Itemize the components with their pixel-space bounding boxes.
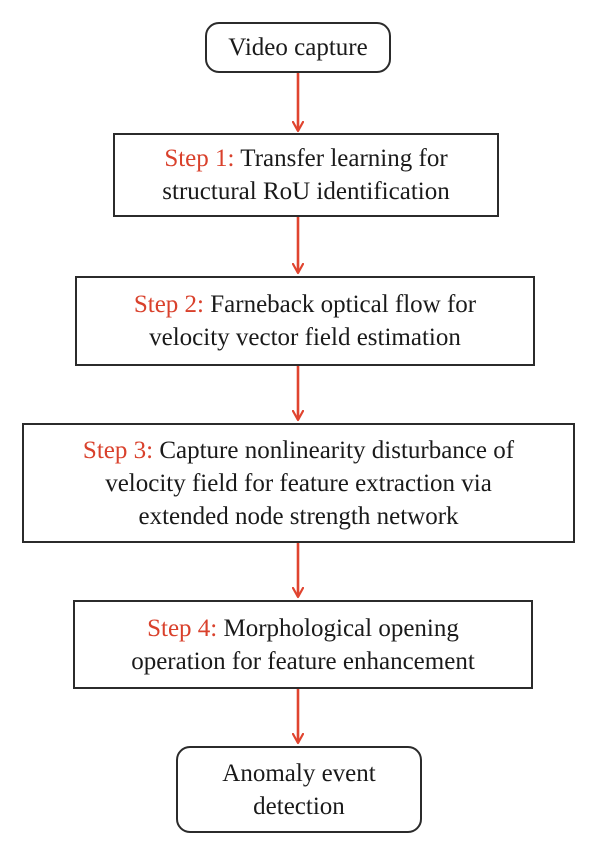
step-3-text-line3: extended node strength network: [138, 502, 459, 530]
step-2-text-line2: velocity vector field estimation: [149, 324, 461, 351]
step-1-text-line2: structural RoU identification: [162, 178, 450, 205]
step-1-text-line1: Transfer learning for: [240, 145, 448, 172]
step-1-label: Step 1:: [164, 145, 235, 172]
end-node-text-line1: Anomaly event: [222, 759, 376, 787]
end-node-text-line2: detection: [253, 792, 345, 820]
step-1-box: Step 1: Transfer learning for structural…: [113, 133, 499, 217]
step-2-text-line1: Farneback optical flow for: [210, 291, 477, 318]
step-3-text-line1: Capture nonlinearity disturbance of: [159, 436, 515, 464]
start-node: Video capture: [205, 22, 391, 73]
start-node-text: Video capture: [228, 34, 368, 61]
step-2-label: Step 2:: [133, 291, 205, 318]
step-4-box: Step 4: Morphological opening operation …: [73, 600, 533, 689]
step-4-text-line1: Morphological opening: [223, 614, 459, 642]
end-node: Anomaly event detection: [176, 746, 422, 833]
step-2-box: Step 2: Farneback optical flow for veloc…: [75, 276, 535, 366]
step-3-box: Step 3: Capture nonlinearity disturbance…: [22, 423, 575, 543]
step-3-label: Step 3:: [82, 436, 154, 464]
step-3-text-line2: velocity field for feature extraction vi…: [105, 469, 492, 497]
step-4-label: Step 4:: [147, 614, 218, 642]
step-4-text-line2: operation for feature enhancement: [131, 647, 475, 675]
